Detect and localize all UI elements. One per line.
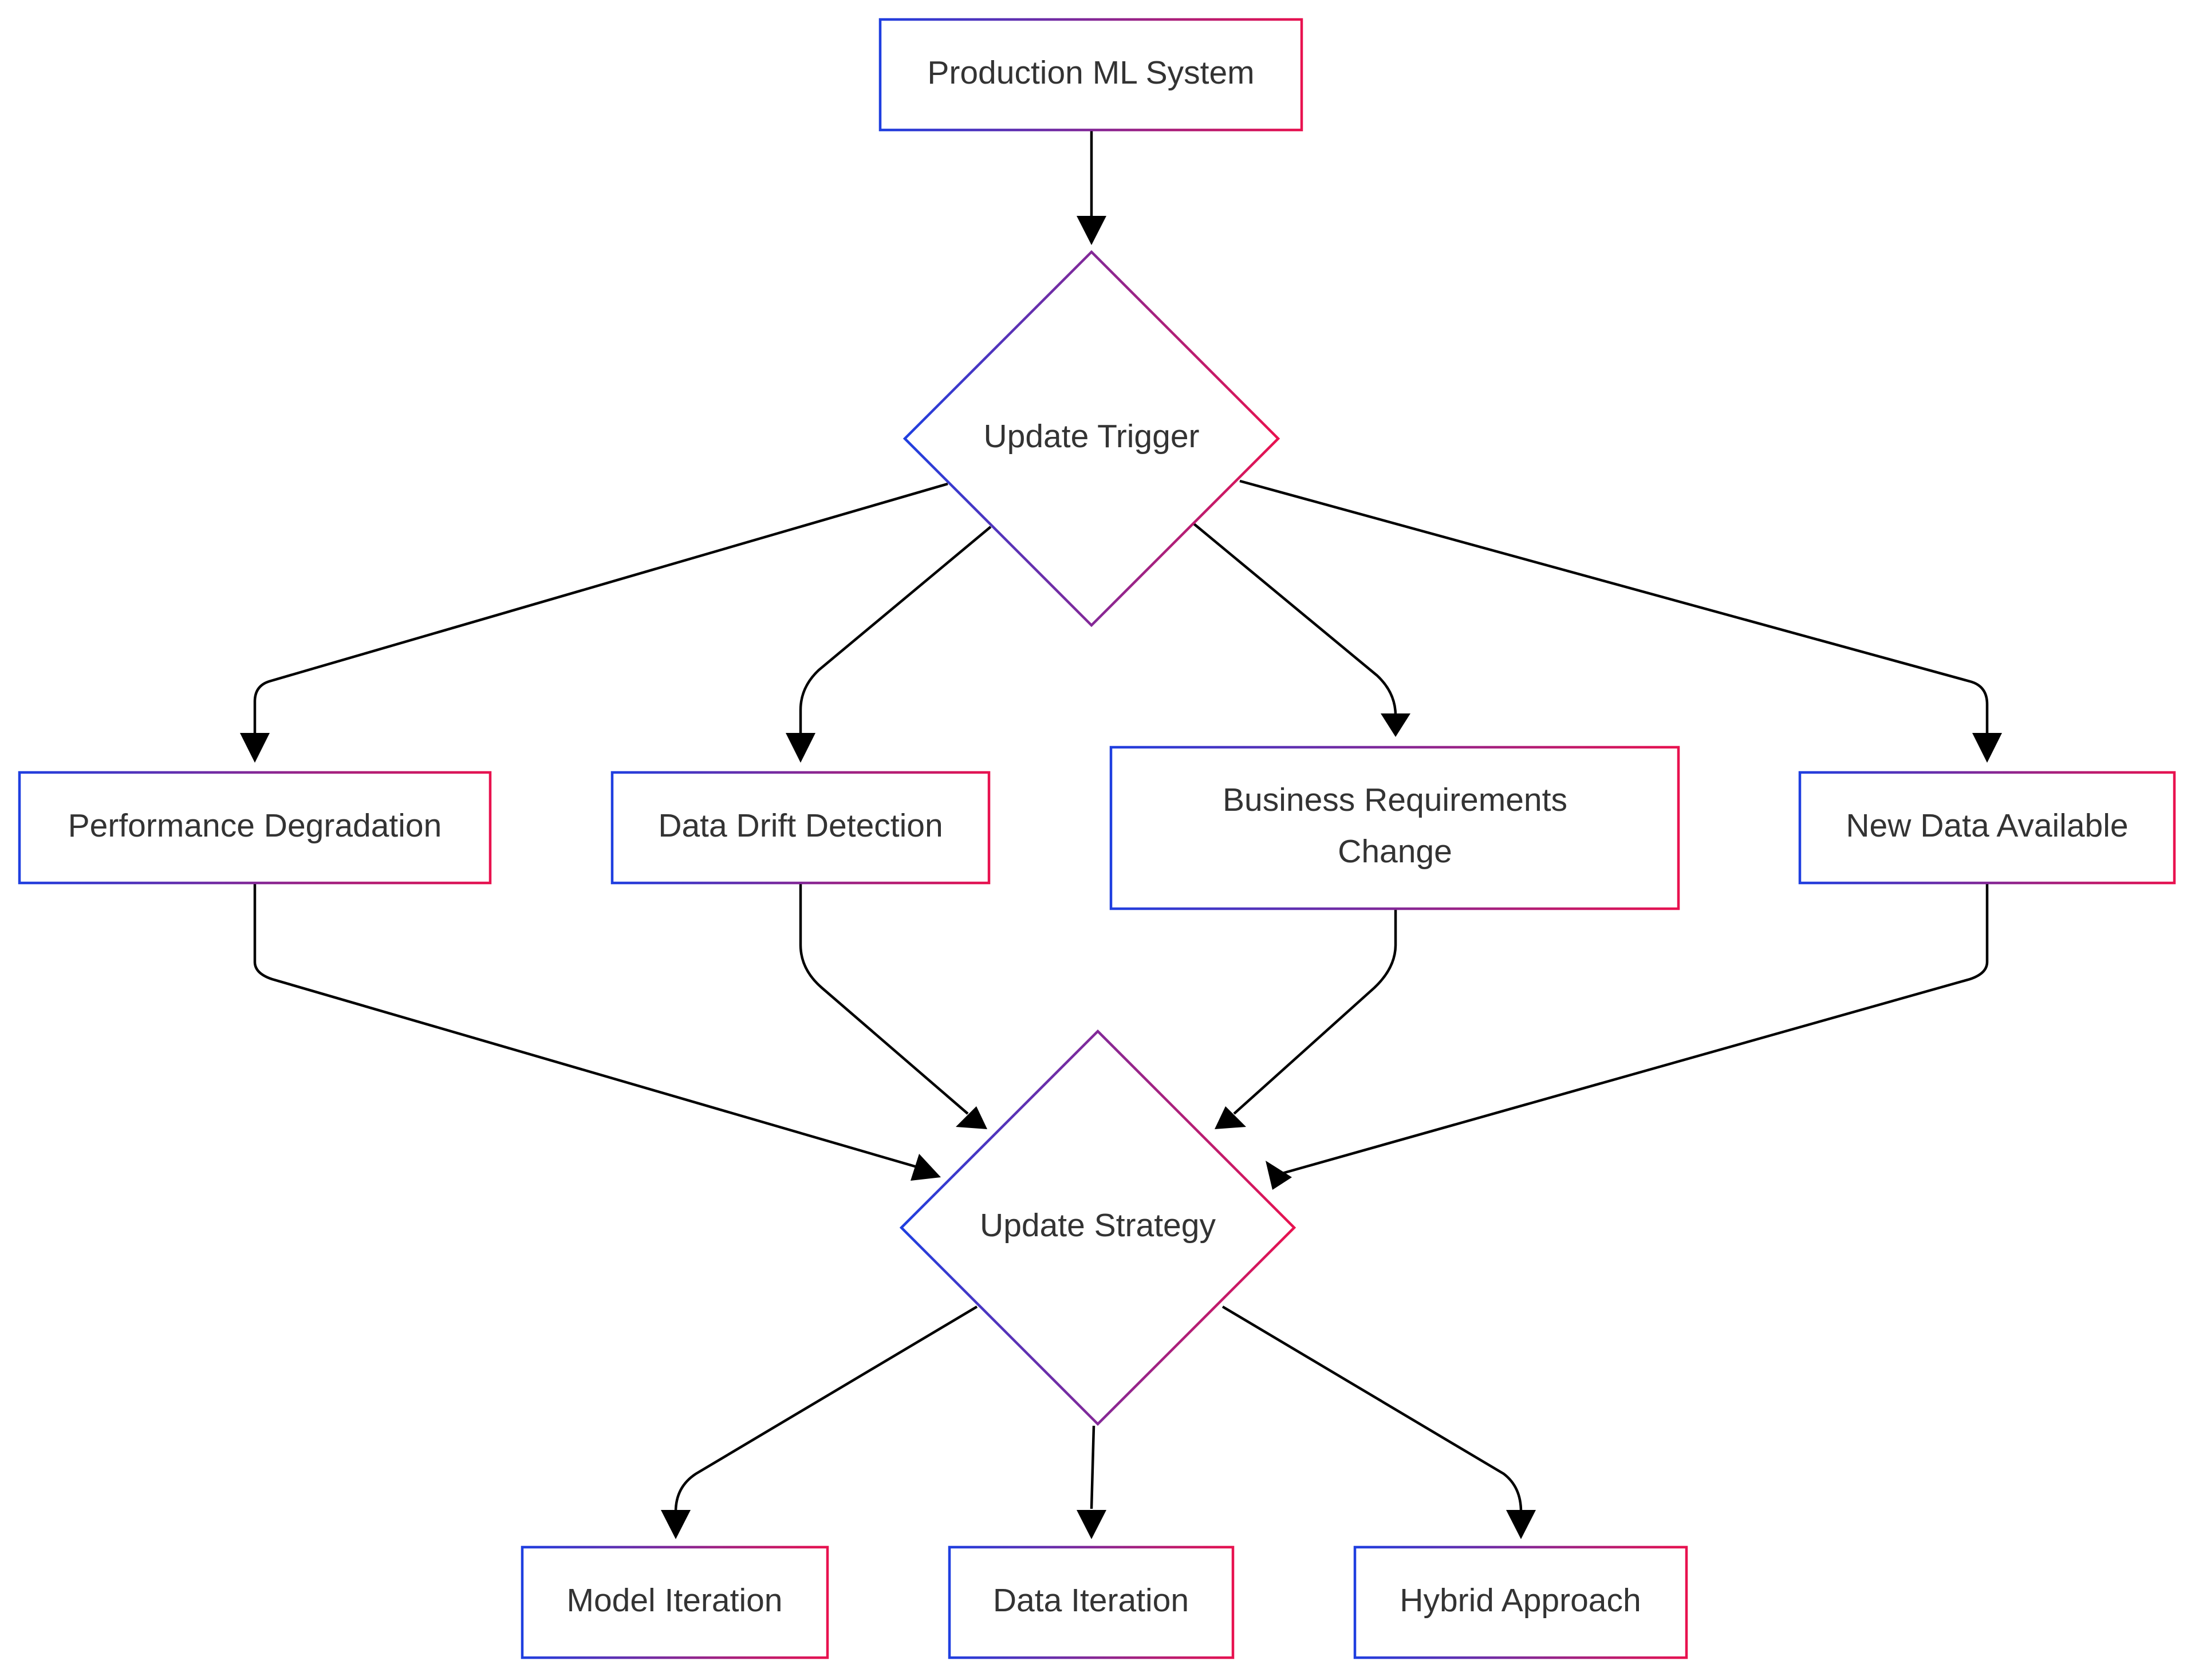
arrowhead-icon [1506,1510,1536,1539]
node-production-ml-system-label: Production ML System [927,54,1254,91]
node-performance-degradation-label: Performance Degradation [68,807,442,844]
node-data-drift-detection[interactable]: Data Drift Detection [610,771,991,885]
node-new-data-available-label: New Data Available [1846,807,2128,844]
node-update-trigger-label: Update Trigger [983,418,1199,455]
edge-strategy-to-hybrid [1221,1306,1523,1512]
edge-drift-to-strategy [799,882,969,1115]
edge-trigger-to-newdata [1239,479,1989,739]
edge-strategy-to-model [674,1306,978,1512]
node-performance-degradation[interactable]: Performance Degradation [18,771,492,885]
arrowhead-icon [661,1510,691,1539]
arrowhead-icon [240,733,270,763]
node-update-strategy[interactable]: Update Strategy [899,1029,1296,1426]
edge-trigger-to-drift [799,526,992,739]
node-business-requirements-change-label-line2: Change [1338,833,1452,870]
arrowhead-icon [1215,1106,1246,1129]
edge-trigger-to-business [1193,523,1397,716]
edge-newdata-to-strategy [1280,882,1989,1176]
node-hybrid-approach[interactable]: Hybrid Approach [1353,1545,1688,1659]
node-business-requirements-change-label-line1: Business Requirements [1223,782,1567,818]
arrowhead-icon [1972,733,2002,763]
node-hybrid-approach-label: Hybrid Approach [1400,1582,1641,1619]
edge-performance-to-strategy [253,882,921,1170]
node-data-drift-detection-label: Data Drift Detection [658,807,943,844]
edge-trigger-to-performance [253,482,948,739]
arrowhead-icon [786,733,815,763]
arrowhead-icon [1266,1161,1292,1190]
node-business-requirements-change[interactable]: Business Requirements Change [1109,746,1680,910]
arrowhead-icon [1077,216,1106,245]
node-production-ml-system[interactable]: Production ML System [878,18,1303,132]
edge-business-to-strategy [1233,909,1397,1115]
node-data-iteration[interactable]: Data Iteration [948,1545,1235,1659]
arrowhead-icon [1077,1510,1106,1539]
node-update-trigger[interactable]: Update Trigger [903,250,1280,628]
node-model-iteration-label: Model Iteration [566,1582,782,1619]
node-model-iteration[interactable]: Model Iteration [521,1545,829,1659]
edges [240,131,2002,1539]
arrowhead-icon [911,1154,941,1181]
node-update-strategy-label: Update Strategy [980,1207,1216,1244]
arrowhead-icon [1381,713,1410,737]
arrowhead-icon [956,1106,987,1129]
node-data-iteration-label: Data Iteration [993,1582,1189,1619]
edge-strategy-to-dataiter [1090,1425,1095,1509]
node-new-data-available[interactable]: New Data Available [1798,771,2176,885]
